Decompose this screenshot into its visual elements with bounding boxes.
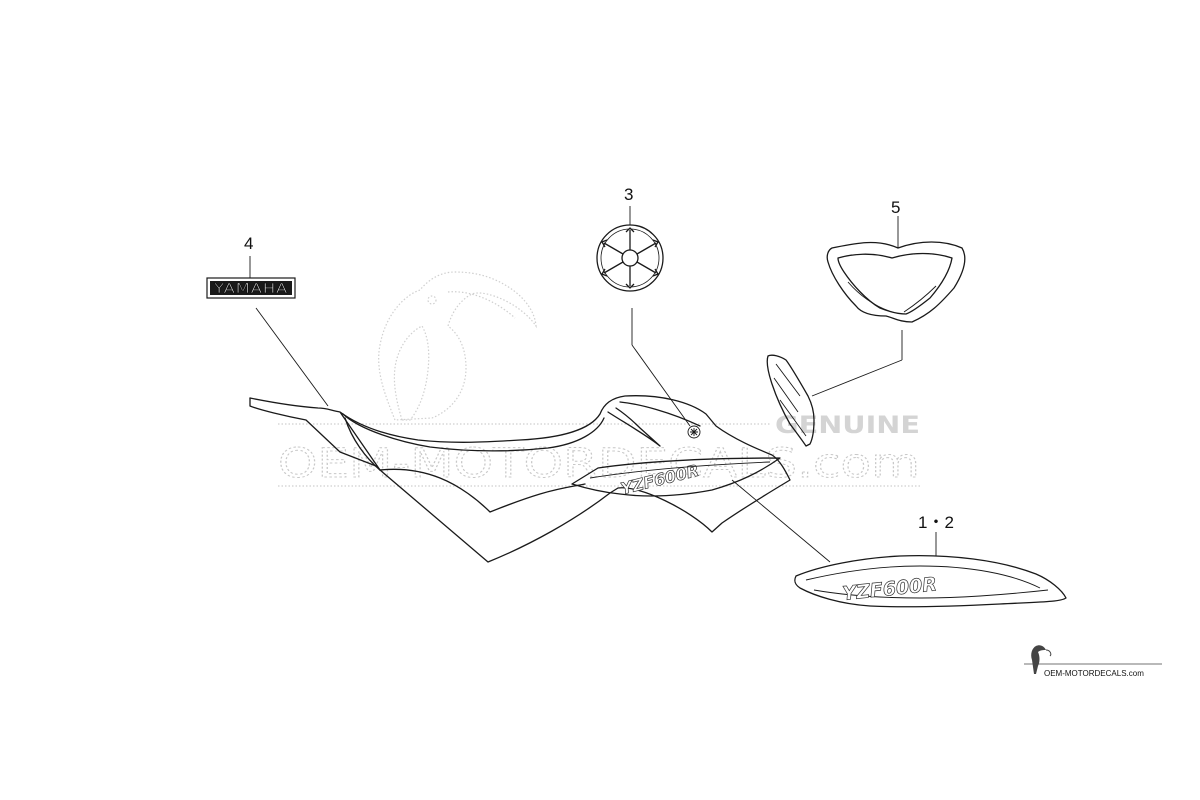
callout-5: 5 [891,198,900,217]
footer-site-text: OEM-MOTORDECALS.com [1044,669,1144,678]
watermark-genuine-text: GENUINE [775,411,920,439]
nose-piece [766,354,815,447]
callout-1-2: 1・2 [918,513,954,532]
part-3-emblem [596,224,664,292]
tuning-fork-icon [601,227,659,289]
footer-bird-icon [1031,645,1052,674]
watermark-site-text: OEM-MOTORDECALS.com [278,441,920,487]
leader-lines [249,206,937,563]
callout-4: 4 [244,234,253,253]
part-4-text: YAMAHA [213,282,288,297]
callout-3: 3 [624,185,633,204]
part-1-2-stripe-decal: YZF600R [794,555,1067,608]
watermark: OEM-MOTORDECALS.com GENUINE [278,271,921,488]
part-1-2-stripe-text: YZF600R [841,573,938,605]
fairing-emblem-icon [687,425,701,439]
part-5-headlight-decal [826,241,966,323]
callouts: 4 3 5 1・2 [244,185,954,532]
part-4-yamaha-decal: YAMAHA [206,277,296,299]
footer-logo: OEM-MOTORDECALS.com [1024,645,1162,678]
